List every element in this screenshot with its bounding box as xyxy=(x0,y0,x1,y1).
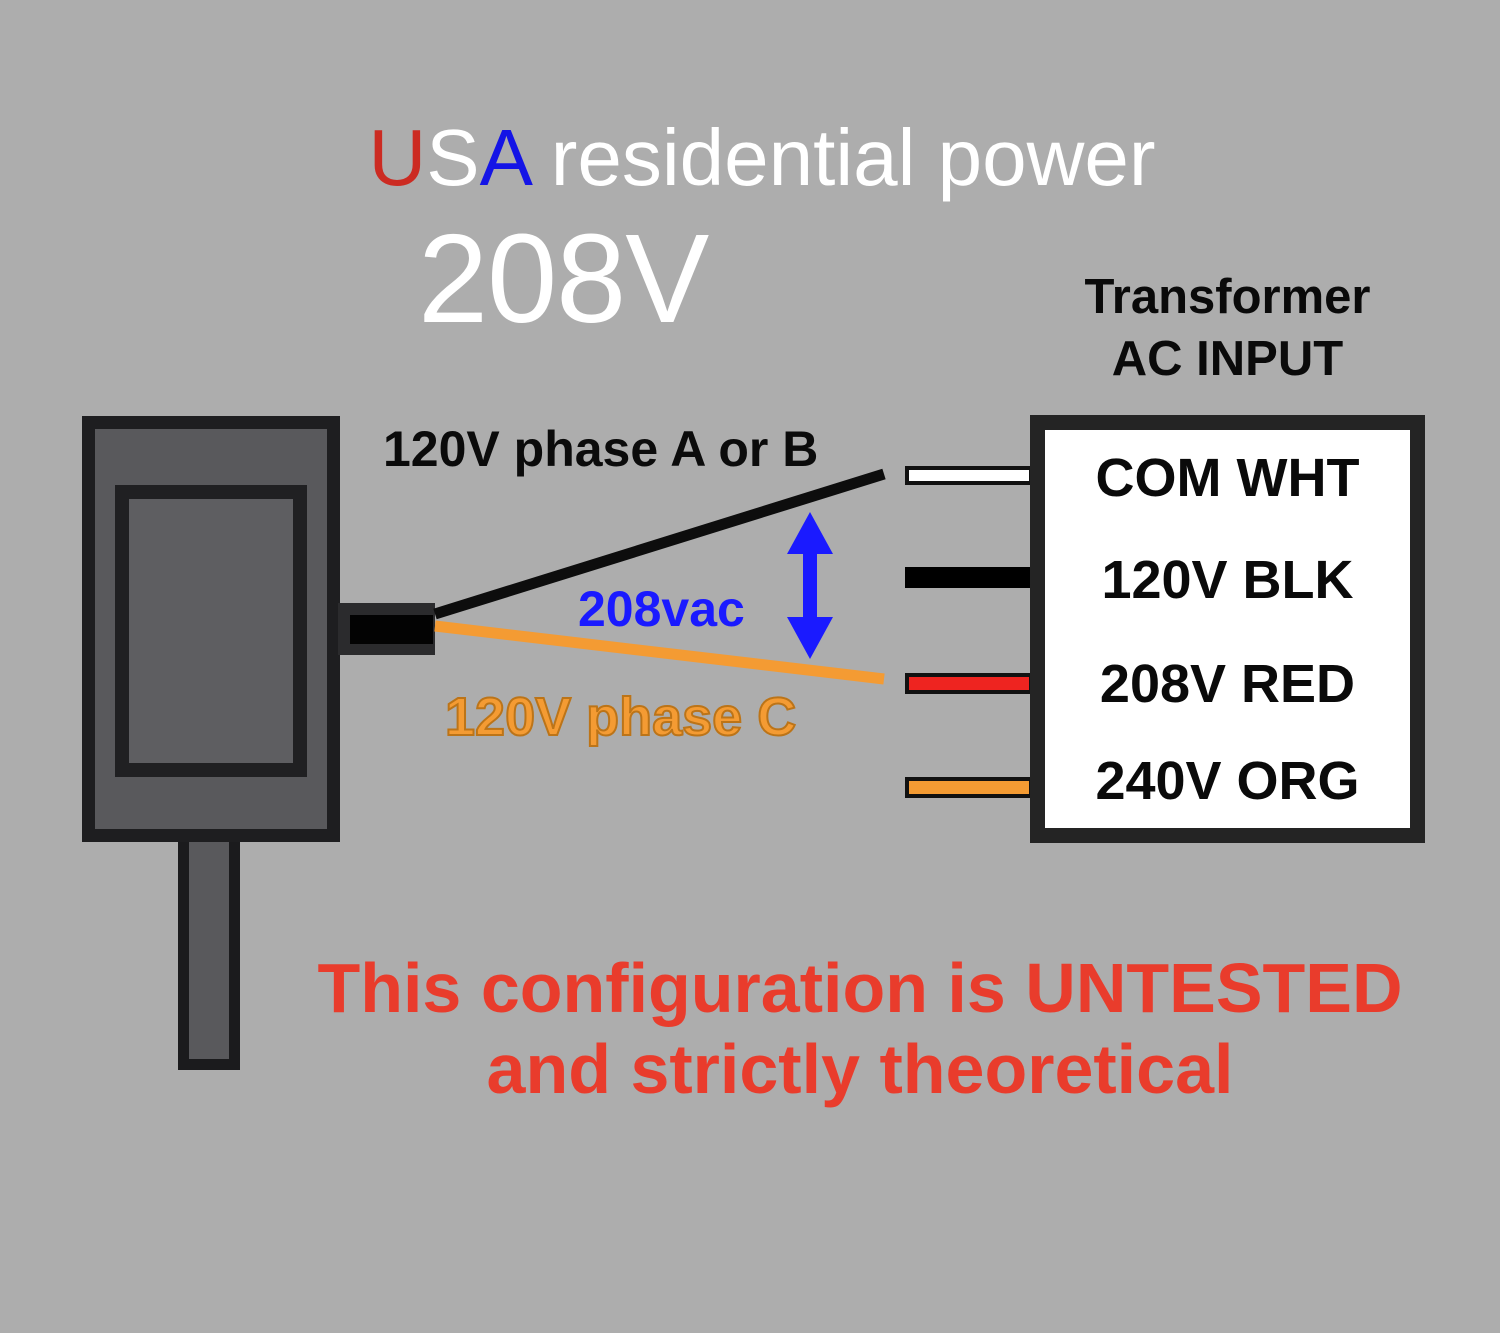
warning-line2: and strictly theoretical xyxy=(486,1030,1234,1108)
title-letter-u: U xyxy=(368,113,427,202)
stub-240v-orange xyxy=(905,777,1033,798)
double-arrow-208vac-icon xyxy=(787,512,833,659)
title-letter-s: S xyxy=(426,113,480,202)
transformer-heading-line2: AC INPUT xyxy=(1111,332,1344,386)
terminal-label-208v-red: 208V RED xyxy=(1099,654,1356,714)
phase-c-label: 120V phase C xyxy=(444,686,797,748)
stub-208v-red xyxy=(905,673,1033,694)
terminal-label-com-wht: COM WHT xyxy=(1095,448,1360,508)
stub-120v-black xyxy=(905,567,1033,588)
terminal-label-120v-blk: 120V BLK xyxy=(1101,550,1354,610)
warning-line1: This configuration is UNTESTED xyxy=(317,949,1403,1027)
voltage-title: 208V xyxy=(418,208,709,349)
phase-ab-label: 120V phase A or B xyxy=(383,421,819,477)
transformer-heading: Transformer AC INPUT xyxy=(1030,266,1425,390)
terminal-label-240v-org: 240V ORG xyxy=(1095,751,1360,811)
page-title: USA residential power xyxy=(12,116,1500,200)
warning-text: This configuration is UNTESTED and stric… xyxy=(160,948,1500,1110)
stub-com-white xyxy=(905,466,1033,485)
title-letter-a: A xyxy=(479,113,529,202)
title-rest: residential power xyxy=(528,113,1156,202)
plug-face xyxy=(115,485,307,777)
transformer-box: COM WHT 120V BLK 208V RED 240V ORG xyxy=(1030,415,1425,843)
transformer-heading-line1: Transformer xyxy=(1084,270,1371,324)
plug-terminal-slot xyxy=(350,615,433,644)
vac-label: 208vac xyxy=(578,581,745,637)
